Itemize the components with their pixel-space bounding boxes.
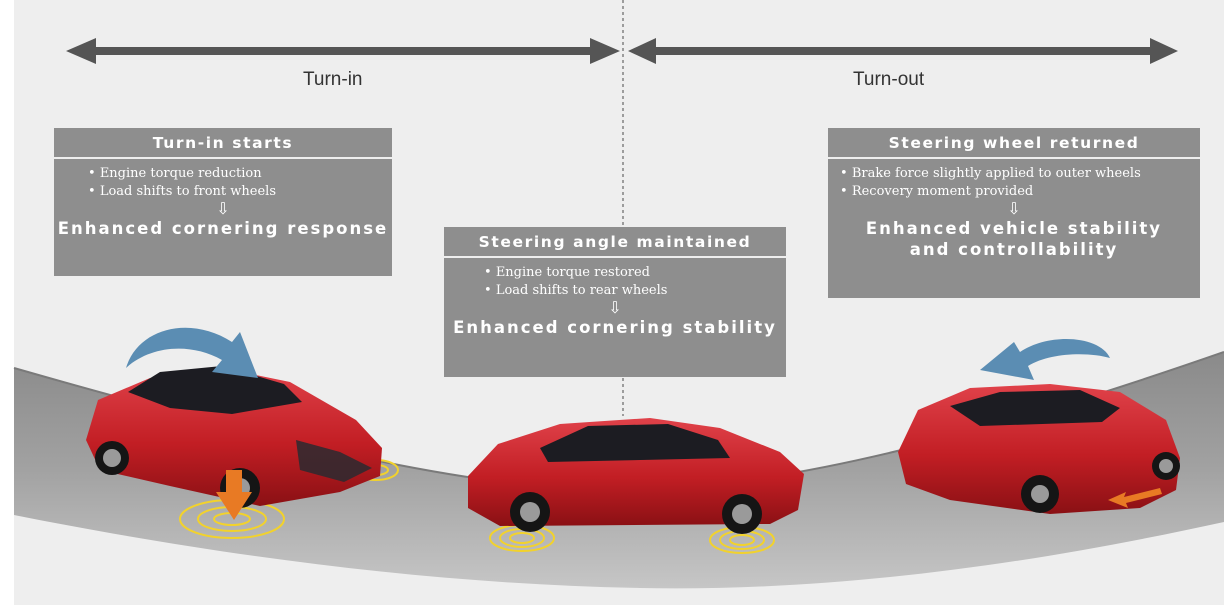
bullet-list: Engine torque restored Load shifts to re… xyxy=(444,264,786,300)
steering-angle-maintained-box: Steering angle maintained Engine torque … xyxy=(444,227,786,377)
down-arrow-icon: ⇩ xyxy=(1007,199,1021,218)
bullet-item: Engine torque restored xyxy=(484,264,786,282)
box-title: Steering angle maintained xyxy=(444,227,786,258)
down-arrow-icon: ⇩ xyxy=(216,199,230,218)
rotation-arrow-right-icon xyxy=(980,339,1110,380)
bullet-list: Brake force slightly applied to outer wh… xyxy=(828,165,1200,201)
turn-out-arrow xyxy=(628,38,1178,64)
box-title: Steering wheel returned xyxy=(828,128,1200,159)
down-arrow-icon: ⇩ xyxy=(608,298,622,317)
turn-in-label: Turn-in xyxy=(303,69,363,90)
bullet-item: Engine torque reduction xyxy=(88,165,392,183)
box-title: Turn-in starts xyxy=(54,128,392,159)
turn-out-label: Turn-out xyxy=(853,69,925,90)
steering-wheel-returned-box: Steering wheel returned Brake force slig… xyxy=(828,128,1200,298)
brake-arrow-icon xyxy=(1108,488,1162,508)
turn-in-arrow xyxy=(66,38,620,64)
bullet-item: Recovery moment provided xyxy=(840,183,1200,201)
bullet-item: Brake force slightly applied to outer wh… xyxy=(840,165,1200,183)
center-car xyxy=(468,418,804,554)
result-text-line2: and controllability xyxy=(909,240,1119,259)
road xyxy=(14,352,1224,589)
bullet-item: Load shifts to rear wheels xyxy=(484,282,786,300)
bullet-item: Load shifts to front wheels xyxy=(88,183,392,201)
load-down-arrow-icon xyxy=(216,470,252,520)
rotation-arrow-left-icon xyxy=(126,327,258,378)
result-text: Enhanced cornering stability xyxy=(453,318,777,337)
right-car xyxy=(898,384,1180,514)
result-text: Enhanced cornering response xyxy=(57,219,389,238)
turn-in-starts-box: Turn-in starts Engine torque reduction L… xyxy=(54,128,392,276)
bullet-list: Engine torque reduction Load shifts to f… xyxy=(54,165,392,201)
result-text-line1: Enhanced vehicle stability xyxy=(865,219,1163,238)
